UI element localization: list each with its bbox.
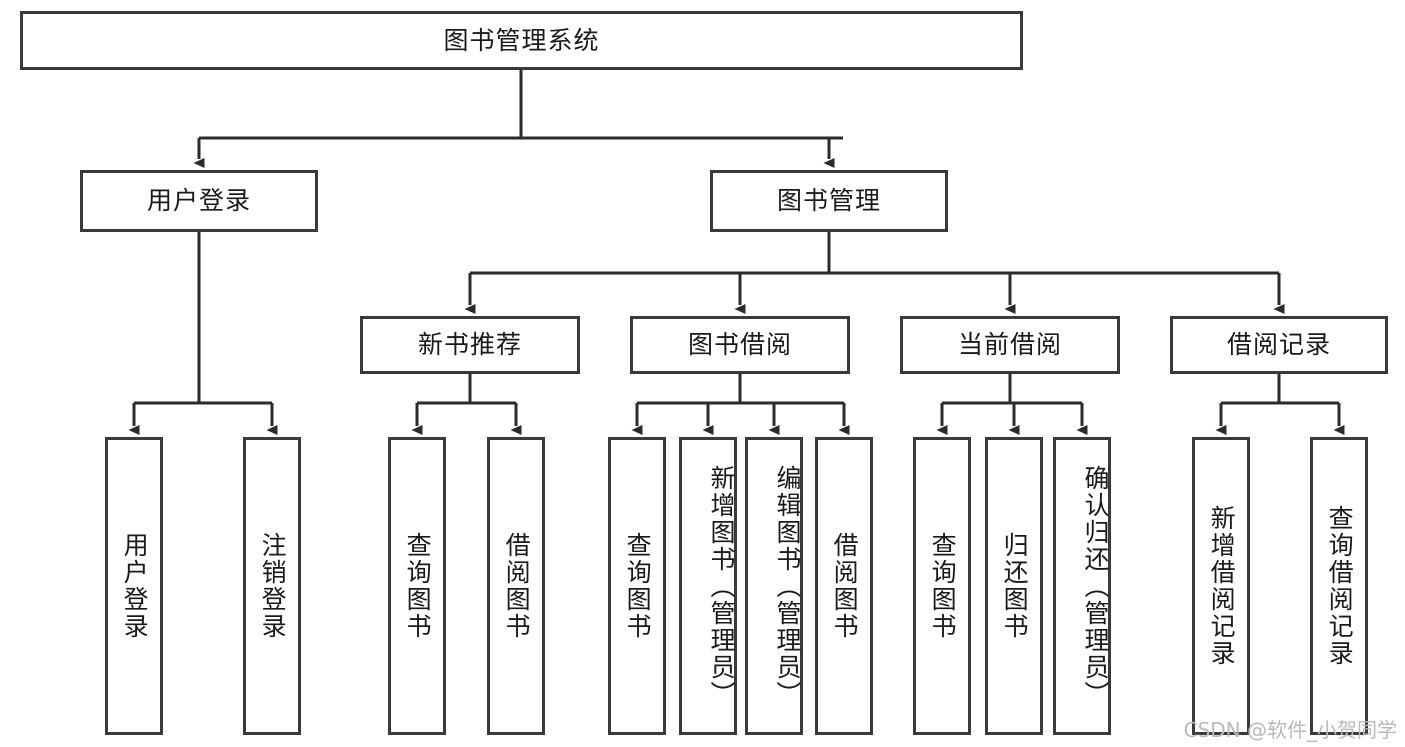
node-new-book-recommend[interactable]: 新书推荐: [360, 316, 580, 374]
node-book-borrow[interactable]: 图书借阅: [630, 316, 850, 374]
node-leaf-add-borrow-record[interactable]: 新增借阅记录: [1192, 437, 1250, 735]
node-leaf-query-book-recommend-label: 查询图书: [403, 532, 433, 640]
node-leaf-borrow-book-label: 借阅图书: [830, 532, 860, 640]
node-root-label: 图书管理系统: [443, 25, 600, 55]
node-borrow-record[interactable]: 借阅记录: [1170, 316, 1388, 374]
node-leaf-query-borrow-record[interactable]: 查询借阅记录: [1310, 437, 1368, 735]
node-borrow-record-label: 借阅记录: [1226, 330, 1331, 359]
node-book-manage[interactable]: 图书管理: [710, 170, 948, 232]
node-root[interactable]: 图书管理系统: [20, 11, 1023, 70]
node-leaf-query-book-current-label: 查询图书: [928, 532, 958, 640]
node-leaf-query-book-recommend[interactable]: 查询图书: [388, 437, 446, 735]
node-leaf-edit-book-admin-label: 编辑图书（管理员）: [773, 464, 802, 708]
node-leaf-return-book-label: 归还图书: [1000, 532, 1030, 640]
node-current-borrow-label: 当前借阅: [957, 330, 1062, 359]
node-user-login-label: 用户登录: [146, 186, 251, 215]
node-user-login[interactable]: 用户登录: [80, 170, 318, 232]
node-leaf-query-book-borrow-label: 查询图书: [623, 532, 653, 640]
node-leaf-confirm-return-admin[interactable]: 确认归还（管理员）: [1053, 437, 1111, 735]
node-leaf-confirm-return-admin-label: 确认归还（管理员）: [1081, 464, 1110, 708]
node-current-borrow[interactable]: 当前借阅: [900, 316, 1120, 374]
node-leaf-user-login-label: 用户登录: [120, 532, 150, 640]
node-leaf-borrow-book[interactable]: 借阅图书: [815, 437, 873, 735]
node-leaf-add-borrow-record-label: 新增借阅记录: [1207, 505, 1237, 667]
csdn-watermark: CSDN @软件_小贺同学: [1183, 718, 1397, 742]
node-leaf-add-book-admin-label: 新增图书（管理员）: [707, 464, 736, 708]
node-leaf-borrow-book-recommend-label: 借阅图书: [502, 532, 532, 640]
node-leaf-user-login[interactable]: 用户登录: [105, 437, 163, 735]
node-new-book-recommend-label: 新书推荐: [417, 330, 522, 359]
node-leaf-user-logout[interactable]: 注销登录: [243, 437, 301, 735]
node-book-manage-label: 图书管理: [776, 186, 881, 215]
node-leaf-query-book-current[interactable]: 查询图书: [913, 437, 971, 735]
node-leaf-add-book-admin[interactable]: 新增图书（管理员）: [679, 437, 737, 735]
node-leaf-edit-book-admin[interactable]: 编辑图书（管理员）: [745, 437, 803, 735]
node-book-borrow-label: 图书借阅: [687, 330, 792, 359]
node-leaf-borrow-book-recommend[interactable]: 借阅图书: [487, 437, 545, 735]
node-leaf-query-book-borrow[interactable]: 查询图书: [608, 437, 666, 735]
node-leaf-query-borrow-record-label: 查询借阅记录: [1325, 505, 1355, 667]
node-leaf-user-logout-label: 注销登录: [258, 532, 288, 640]
node-leaf-return-book[interactable]: 归还图书: [985, 437, 1043, 735]
